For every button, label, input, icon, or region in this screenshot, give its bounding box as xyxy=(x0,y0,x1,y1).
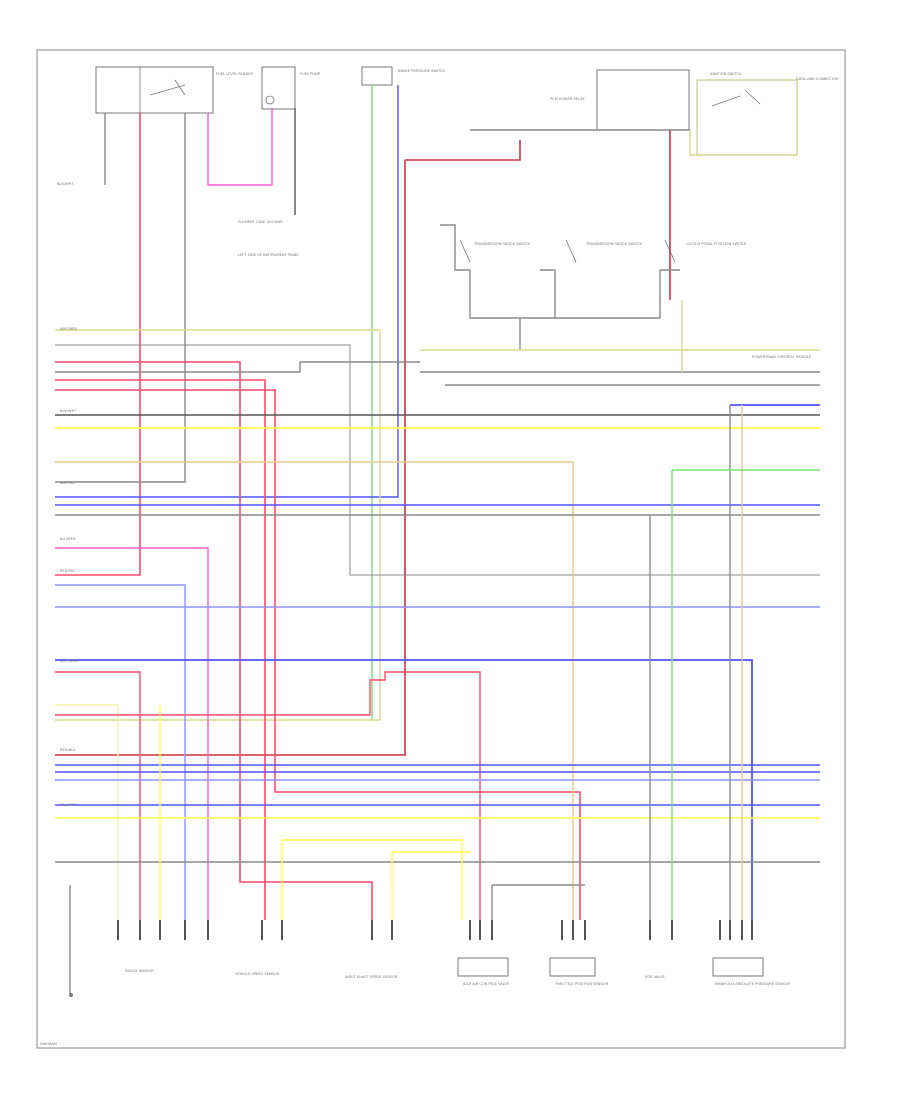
tr-switch-2-symbol xyxy=(565,239,577,263)
wire xyxy=(207,108,273,186)
connector-pin xyxy=(584,920,586,940)
diagram-border xyxy=(36,49,846,1049)
connector-pin xyxy=(117,920,119,940)
label-top-comp-3: BRAKE PRESSURE SWITCH xyxy=(398,69,445,73)
wire xyxy=(55,584,186,920)
label-bottom-7: MANIFOLD ABSOLUTE PRESSURE SENSOR xyxy=(715,982,791,986)
label-bottom-2: VEHICLE SPEED SENSOR xyxy=(235,972,280,976)
wire xyxy=(55,329,381,721)
wire xyxy=(55,671,481,920)
bottom-component-group: KNOCK SENSOR VEHICLE SPEED SENSOR INPUT … xyxy=(40,957,791,1046)
wire-label: WHT/RED xyxy=(60,327,77,331)
sensor-box-tps xyxy=(457,957,509,977)
connector-pin xyxy=(671,920,673,940)
label-bottom-5: THROTTLE POSITION SENSOR xyxy=(554,982,609,986)
label-footnote: DIAGRAM xyxy=(40,1042,57,1046)
ignition-switch-box xyxy=(696,79,798,156)
wire xyxy=(55,659,753,920)
wire xyxy=(689,130,797,156)
connector-pin xyxy=(371,920,373,940)
connector-pin xyxy=(751,920,753,940)
wire xyxy=(55,361,373,920)
connector-pin xyxy=(491,920,493,940)
sensor-box-iac xyxy=(712,957,764,977)
wire xyxy=(55,389,581,920)
connector-pin xyxy=(729,920,731,940)
connector-pin xyxy=(469,920,471,940)
top-component-group: FUEL LEVEL SENDER FUEL PUMP BRAKE PRESSU… xyxy=(95,66,445,114)
wire xyxy=(55,704,119,920)
switch-group: TRANSMISSION RANGE SWITCH TRANSMISSION R… xyxy=(57,182,747,263)
wire-label: YEL/GRN xyxy=(60,803,76,807)
label-left-ground: BLK/WHT xyxy=(57,182,74,186)
wire-label-right: POWERTRAIN CONTROL MODULE xyxy=(752,355,812,359)
wire xyxy=(55,113,186,483)
connector-pin xyxy=(207,920,209,940)
component-box-fuel-pump xyxy=(261,66,296,110)
connector-pin xyxy=(159,920,161,940)
connector-pin xyxy=(281,920,283,940)
wire-label: BLU/YEL xyxy=(60,481,75,485)
label-dlc: DATA LINK CONNECTOR xyxy=(796,77,839,81)
connector-pin xyxy=(139,920,141,940)
wire xyxy=(55,547,209,920)
wire-label: WHT/GRN xyxy=(60,659,78,663)
label-top-comp-2: FUEL PUMP xyxy=(300,72,321,76)
wire-label: BLK/WHT xyxy=(60,409,77,413)
switch-symbol xyxy=(149,79,186,96)
label-bottom-6: EGR VALVE xyxy=(645,975,665,979)
label-tr-switch-2: TRANSMISSION RANGE SWITCH xyxy=(585,242,643,246)
connector-pin xyxy=(572,920,574,940)
label-bottom-4: IDLE AIR CONTROL VALVE xyxy=(463,982,510,986)
connector-pin xyxy=(719,920,721,940)
wire xyxy=(55,344,820,576)
ignition-contact-symbol xyxy=(711,89,761,107)
connector-pin xyxy=(479,920,481,940)
wire xyxy=(440,224,680,319)
label-bottom-1: KNOCK SENSOR xyxy=(125,969,154,973)
wire-label-group: WHT/RED BLK/WHT BLU/YEL BLU/RED RED/YEL … xyxy=(60,327,812,807)
label-top-comp-1: FUEL LEVEL SENDER xyxy=(216,72,254,76)
connector-pin xyxy=(561,920,563,940)
label-note-1: ELEMENT CASE GROUND xyxy=(238,220,283,224)
label-tr-switch-1: TRANSMISSION RANGE SWITCH xyxy=(473,242,531,246)
label-relay: PCM POWER RELAY xyxy=(550,97,585,101)
wire xyxy=(55,379,266,920)
pcm-relay-box xyxy=(596,69,690,131)
wire xyxy=(405,140,521,161)
wire xyxy=(282,839,463,920)
label-note-2: LEFT SIDE OF INSTRUMENT PANEL xyxy=(238,253,299,257)
ground-symbol xyxy=(69,993,73,997)
wire xyxy=(55,160,406,756)
wire xyxy=(540,269,556,318)
connector-pin xyxy=(649,920,651,940)
wire-label: BLU/RED xyxy=(60,537,76,541)
wire-label: RED/YEL xyxy=(60,569,75,573)
wire xyxy=(55,361,420,373)
relay-group: PCM POWER RELAY IGNITION SWITCH DATA LIN… xyxy=(550,69,839,156)
wire xyxy=(55,461,574,920)
label-ignition: IGNITION SWITCH xyxy=(710,72,742,76)
connector-pin xyxy=(261,920,263,940)
connector-pin xyxy=(741,920,743,940)
sensor-box-map xyxy=(549,957,596,977)
wire xyxy=(55,671,141,920)
pump-motor-symbol xyxy=(265,95,275,105)
component-box-brake-switch xyxy=(361,66,393,86)
tr-switch-1-symbol xyxy=(459,239,471,263)
connector-pin xyxy=(184,920,186,940)
connector-pin xyxy=(391,920,393,940)
wire xyxy=(55,85,399,498)
wire-layer xyxy=(55,85,820,995)
label-bottom-3: INPUT SHAFT SPEED SENSOR xyxy=(345,975,398,979)
wire xyxy=(55,113,141,576)
wire-label: RED/BLK xyxy=(60,748,76,752)
component-box-fuel-sender xyxy=(95,66,214,114)
label-clutch: CLUTCH PEDAL POSITION SWITCH xyxy=(686,242,747,246)
